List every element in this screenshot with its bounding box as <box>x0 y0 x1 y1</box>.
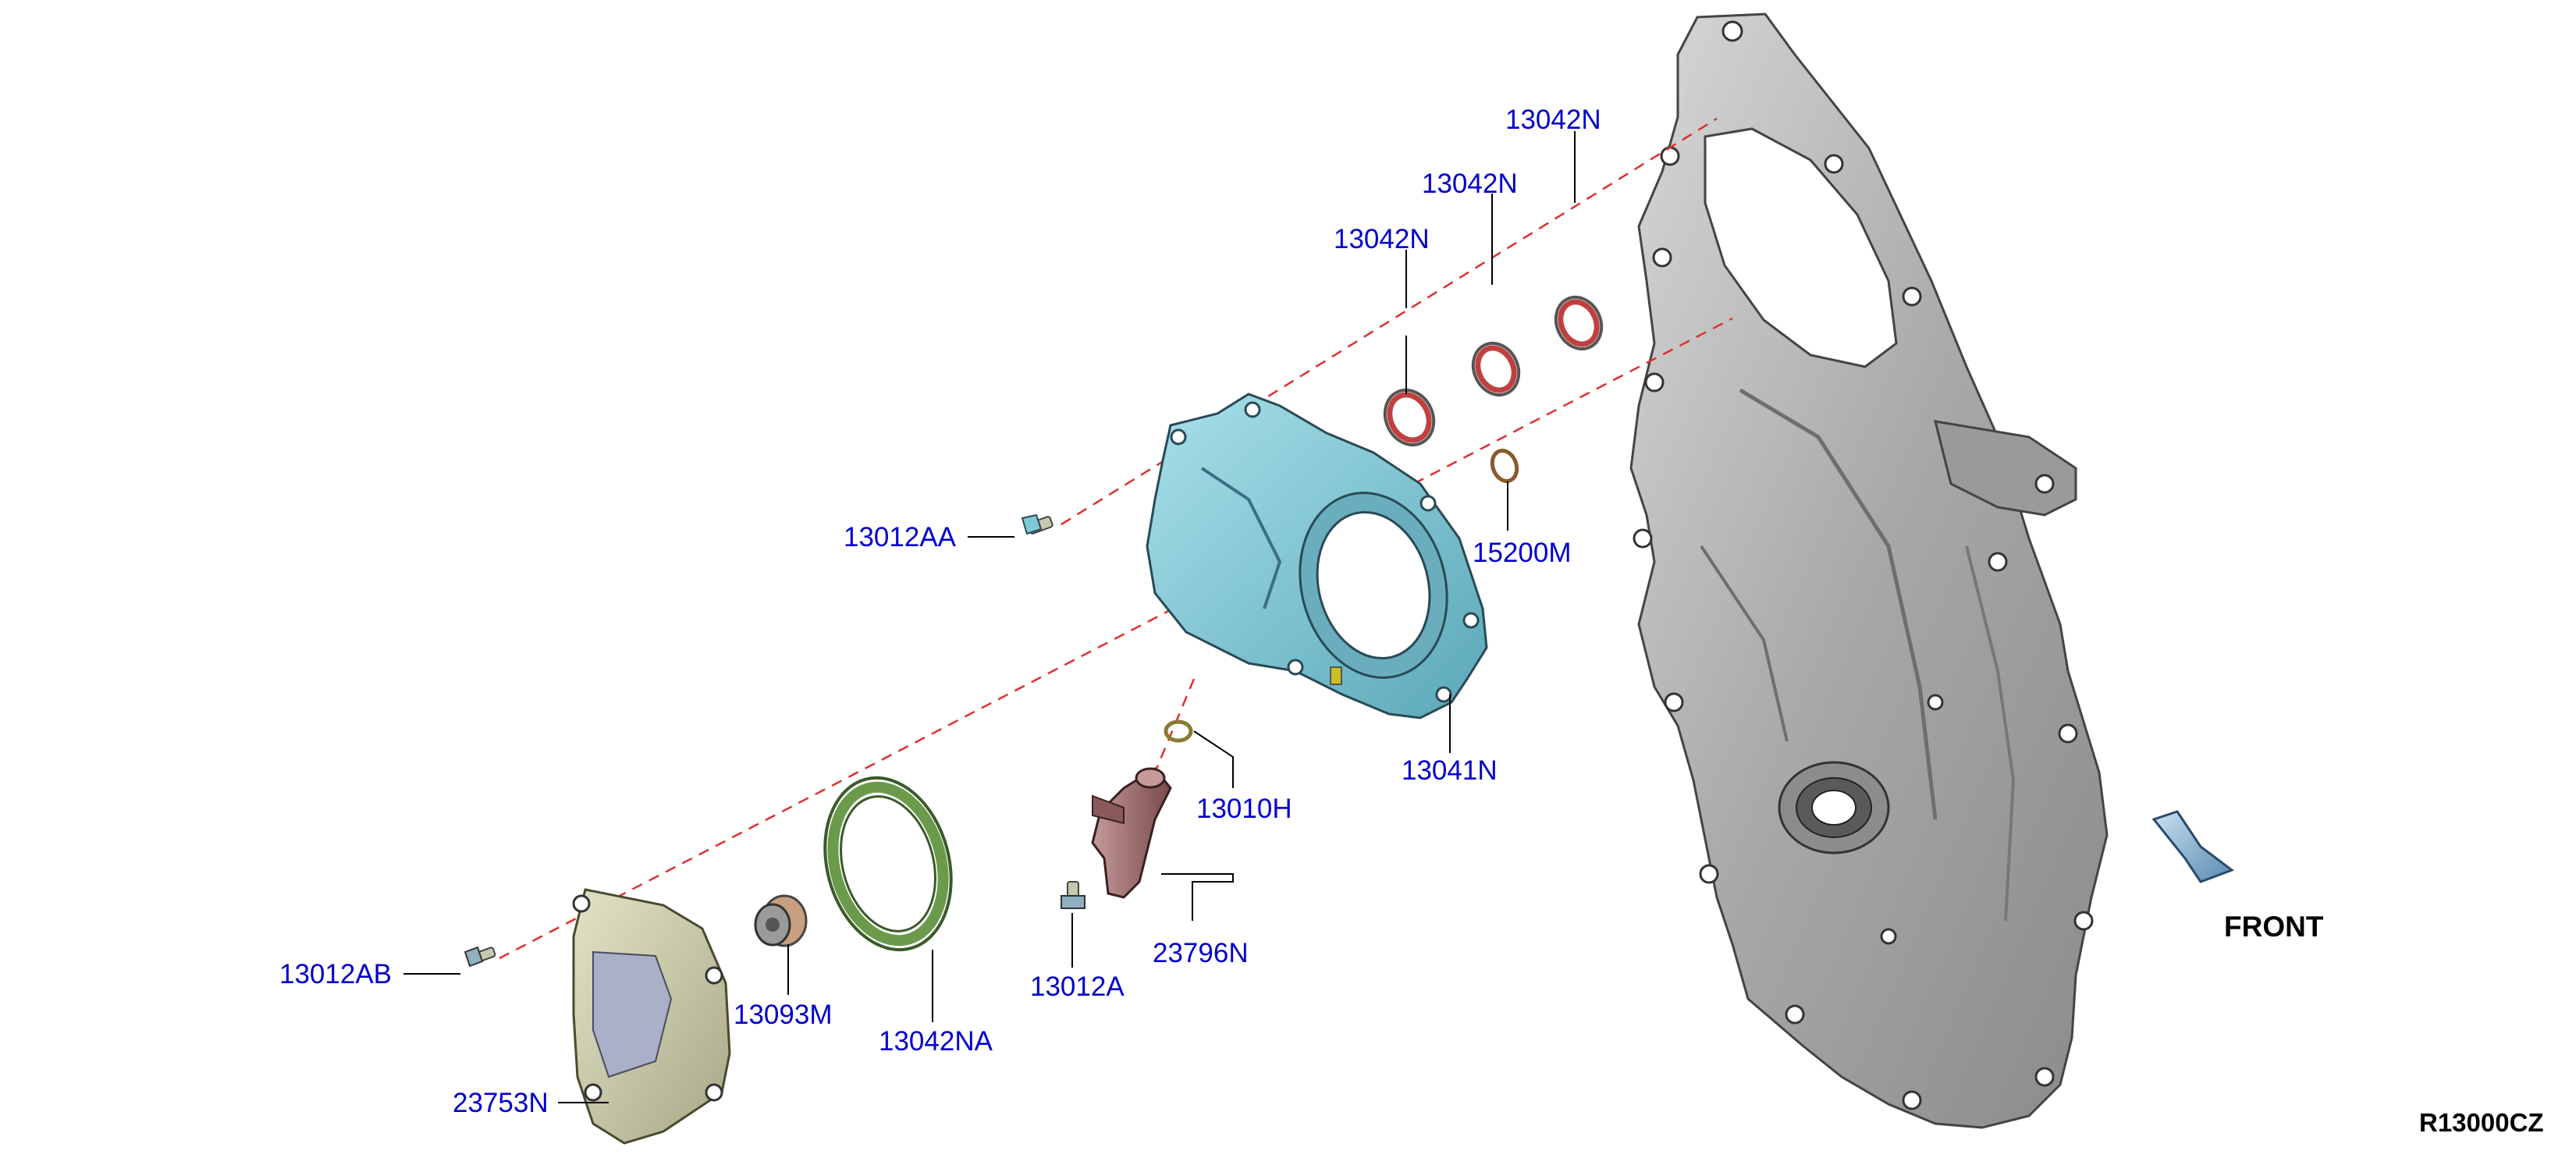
o-ring-lower <box>1383 388 1436 447</box>
leader-lines <box>403 131 1576 1103</box>
callout-13042N-top: 13042N <box>1505 105 1601 135</box>
alignment-lines <box>499 117 1733 960</box>
diagram-code: R13000CZ <box>2419 1108 2544 1137</box>
bolt-13012AA <box>1021 513 1053 535</box>
solenoid-valve <box>1091 719 1193 899</box>
callout-13041N: 13041N <box>1402 755 1498 786</box>
cover-plate <box>572 888 731 1145</box>
front-direction-arrow-icon <box>2151 810 2235 883</box>
callout-13042N-lower: 13042N <box>1334 224 1430 254</box>
callout-23753N: 23753N <box>453 1088 549 1118</box>
front-cover-assembly <box>1629 12 2109 1129</box>
callout-13093M: 13093M <box>734 1000 832 1030</box>
callout-labels: 13042N 13042N 13042N 13012AA 15200M 1304… <box>279 105 1601 1118</box>
callout-15200M: 15200M <box>1473 538 1571 568</box>
callout-13042NA: 13042NA <box>879 1026 993 1057</box>
callout-13012A: 13012A <box>1030 972 1125 1002</box>
bolt-13012AB <box>464 946 496 968</box>
oil-pump-housing <box>1146 393 1488 719</box>
o-ring-middle <box>1471 341 1521 397</box>
crank-oil-seal <box>823 776 953 952</box>
callout-23796N: 23796N <box>1153 938 1249 968</box>
small-seal <box>1490 449 1519 483</box>
front-label: FRONT <box>2224 911 2324 943</box>
plug-13093M <box>754 894 808 947</box>
callout-13012AB: 13012AB <box>279 959 392 989</box>
bolt-13012A <box>1061 881 1085 909</box>
callout-13010H: 13010H <box>1196 794 1292 824</box>
callout-13012AA: 13012AA <box>844 522 957 552</box>
callout-13042N-middle: 13042N <box>1422 169 1518 199</box>
o-ring-upper <box>1554 295 1604 351</box>
